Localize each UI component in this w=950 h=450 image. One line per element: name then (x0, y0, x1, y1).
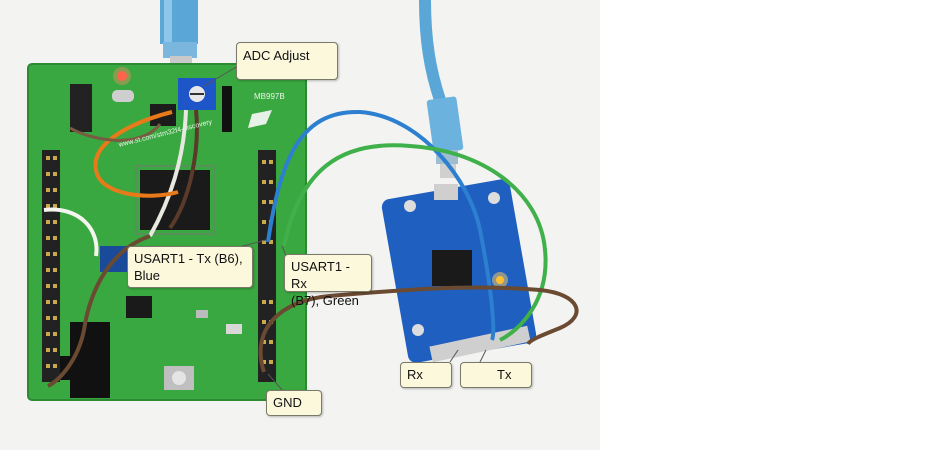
callout-usart1-rx: USART1 - Rx (B7), Green (284, 254, 372, 308)
hardware-photo: MB997B www.st.com/stm32f4-discovery ADC … (0, 0, 600, 450)
callout-usart1-tx-line1: USART1 - Tx (B6), (134, 251, 243, 266)
callout-gnd: GND (266, 390, 322, 416)
usb-cable-left (160, 0, 198, 68)
wire-rx-green (282, 143, 548, 342)
callout-rx-text: Rx (407, 367, 423, 382)
callout-tx: Tx (460, 362, 532, 388)
wire-gnd-brown (258, 285, 579, 373)
callout-adc-adjust: ADC Adjust (236, 42, 338, 80)
callout-rx: Rx (400, 362, 452, 388)
callout-adc-adjust-text: ADC Adjust (243, 48, 310, 63)
callout-gnd-text: GND (273, 395, 302, 410)
callout-usart1-rx-line1: USART1 - Rx (291, 259, 350, 291)
callout-usart1-rx-line2: (B7), Green (291, 293, 359, 308)
callout-tx-text: Tx (497, 367, 512, 382)
callout-usart1-tx: USART1 - Tx (B6), Blue (127, 246, 253, 288)
board-model-label: MB997B (254, 92, 285, 101)
potentiometer (178, 78, 216, 110)
callout-usart1-tx-line2: Blue (134, 268, 161, 283)
